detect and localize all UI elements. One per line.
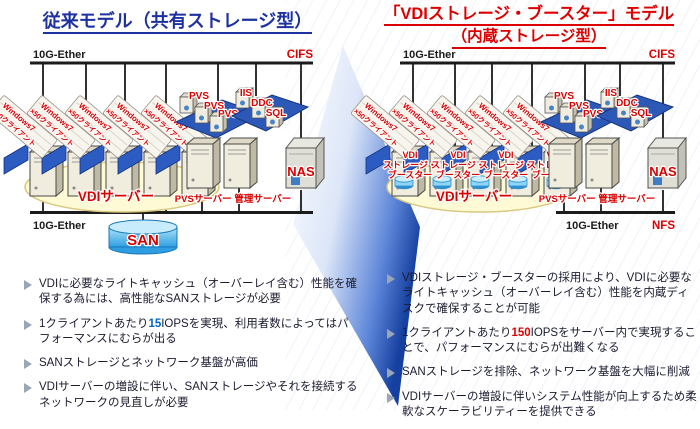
bullet-arrow-icon [24, 280, 32, 290]
booster-label: VDI ストレージ・ ブースター [478, 149, 534, 182]
pvs-label: PVS [189, 91, 209, 102]
bullet-arrow-icon [387, 392, 395, 403]
bullet-arrow-icon [24, 383, 32, 394]
mgmt-server-tower-icon [223, 137, 258, 189]
bullet-item: 1クライアントあたり15IOPSを実現、利用者数によってはパフォーマンスにむらが… [24, 317, 358, 348]
right-top-bus-label: 10G-Ether [403, 49, 456, 61]
left-cifs-label: CIFS [287, 49, 314, 61]
right-nfs-label: NFS [652, 220, 675, 232]
server-row-label: PVSサーバー 管理サーバー [539, 193, 655, 205]
pvs-label: PVS [569, 101, 589, 112]
bullet-arrow-icon [24, 359, 32, 370]
bullet-text: VDIストレージ・ブースターの採用により、VDIに必要なライトキャッシュ（オーバ… [402, 272, 692, 315]
nas-icon [285, 137, 325, 189]
vdi-booster-towers [365, 143, 578, 197]
sql-label: SQL [631, 108, 652, 119]
left-bottom-bus-label: 10G-Ether [33, 220, 86, 232]
right-title-line1: 「VDIストレージ・ブースター」モデル [383, 5, 675, 26]
sql-label: SQL [266, 108, 287, 119]
pvs-platform: PVS PVS PVS [174, 90, 264, 139]
bullet-text: SANストレージを排除、ネットワーク基盤を大幅に削減 [402, 366, 690, 379]
bullet-arrow-icon [387, 328, 395, 339]
booster-line: ストレージ・ [431, 160, 485, 170]
pvs-label: PVS [583, 109, 603, 120]
right-cifs-label: CIFS [649, 49, 676, 61]
iops-value: 150 [511, 326, 531, 339]
right-panel-title: 「VDIストレージ・ブースター」モデル （内蔵ストレージ型） [358, 4, 700, 50]
nas-label: NAS [287, 164, 315, 179]
bullet-arrow-icon [387, 368, 395, 379]
bullet-text-post: IOPSを実現、利用者数によってはパフォーマンスにむらが出る [39, 317, 349, 345]
pvs-server-tower-icon [548, 137, 583, 189]
bullet-item: 1クライアントあたり150IOPSをサーバー内で実現することで、パフォーマンスに… [387, 326, 699, 357]
iops-value: 15 [148, 317, 162, 330]
bullet-item: VDIサーバーの増設に伴いシステム性能が向上するため柔軟なスケーラビリティーを提… [387, 390, 699, 421]
bullet-text: VDIサーバーの増設に伴いシステム性能が向上するため柔軟なスケーラビリティーを提… [402, 390, 697, 418]
right-bottom-bus-label: 10G-Ether [566, 220, 619, 232]
left-panel-title: 従来モデル（共有ストレージ型） [5, 11, 350, 34]
client-keyboards: Windows7 ×50クライアント Windows7 ×50クライアント Wi… [0, 94, 211, 159]
booster-line: VDI [450, 150, 465, 160]
server-row-label: PVSサーバー 管理サーバー [175, 193, 291, 205]
pvs-label: PVS [554, 91, 574, 102]
mgmt-server-tower-icon [585, 137, 620, 189]
bullet-item: VDIストレージ・ブースターの採用により、VDIに必要なライトキャッシュ（オーバ… [387, 271, 699, 317]
left-top-bus-label: 10G-Ether [33, 49, 86, 61]
bullet-text-pre: 1クライアントあたり [39, 317, 149, 330]
bullet-item: SANストレージを排除、ネットワーク基盤を大幅に削減 [387, 365, 699, 380]
ddc-label: DDC [251, 98, 273, 109]
bullet-text: VDIに必要なライトキャッシュ（オーバーレイ含む）性能を確保する為には、高性能な… [39, 278, 358, 306]
bullet-text-pre: 1クライアントあたり [402, 326, 512, 339]
bullet-text: 1クライアントあたり15IOPSを実現、利用者数によってはパフォーマンスにむらが… [39, 317, 358, 348]
iis-label: IIS [240, 88, 253, 99]
pvs-server-tower-icon [186, 137, 221, 189]
iis-label: IIS [605, 88, 618, 99]
booster-line: ストレージ・ [479, 160, 533, 170]
left-title-text: 従来モデル（共有ストレージ型） [42, 11, 313, 34]
booster-label: VDI ストレージ・ ブースター [382, 149, 438, 182]
booster-line: ブースター [484, 169, 529, 180]
bullet-item: VDIに必要なライトキャッシュ（オーバーレイ含む）性能を確保する為には、高性能な… [24, 277, 358, 308]
mgmt-platform: IIS DDC SQL [595, 87, 675, 132]
vdi-group-label: VDIサーバー [436, 189, 512, 204]
transition-arrow [293, 46, 420, 406]
booster-line: ストレージ・ [383, 160, 437, 170]
bullet-arrow-icon [387, 274, 395, 284]
nas-icon [647, 137, 687, 189]
bullet-text: 1クライアントあたり150IOPSをサーバー内で実現することで、パフォーマンスに… [402, 326, 699, 357]
booster-line: ブースター [436, 169, 481, 180]
bullet-text-post: IOPSをサーバー内で実現することで、パフォーマンスにむらが出難くなる [402, 326, 696, 355]
vdi-server-towers [3, 143, 216, 197]
ddc-label: DDC [616, 98, 638, 109]
right-title-line2: （内蔵ストレージ型） [451, 28, 607, 50]
bullet-text: SANストレージとネットワーク基盤が高価 [39, 357, 258, 370]
right-diagram: 10G-Ether CIFS 10G-Ether NFS [350, 49, 687, 232]
booster-line: ブースター [388, 169, 433, 180]
right-bottom-bus [556, 188, 675, 214]
left-bullet-list: VDIに必要なライトキャッシュ（オーバーレイ含む）性能を確保する為には、高性能な… [24, 277, 358, 420]
bullet-item: SANストレージとネットワーク基盤が高価 [24, 356, 358, 371]
vdi-comparison-infographic: 従来モデル（共有ストレージ型） 「VDIストレージ・ブースター」モデル （内蔵ス… [0, 0, 700, 418]
bullet-text: VDIサーバーの増設に伴い、SANストレージやそれを接続するネットワークの見直し… [39, 381, 358, 409]
bullet-item: VDIサーバーの増設に伴い、SANストレージやそれを接続するネットワークの見直し… [24, 380, 358, 411]
pvs-label: PVS [204, 101, 224, 112]
pvs-label: PVS [218, 109, 238, 120]
vdi-group-label: VDIサーバー [78, 189, 154, 204]
nas-label: NAS [649, 164, 677, 179]
architecture-diagram: 10G-Ether CIFS 10G-Ether Windows7 ×50ク [0, 46, 687, 406]
san-icon: SAN [108, 219, 178, 255]
booster-line: VDI [402, 150, 417, 160]
san-label: SAN [127, 232, 159, 249]
left-diagram: 10G-Ether CIFS 10G-Ether Windows7 ×50ク [0, 49, 325, 255]
mgmt-platform: IIS DDC SQL [230, 87, 310, 132]
right-bullet-list: VDIストレージ・ブースターの採用により、VDIに必要なライトキャッシュ（オーバ… [387, 271, 699, 429]
booster-label: VDI ストレージ・ ブースター [430, 149, 486, 182]
booster-line: VDI [498, 150, 513, 160]
bullet-arrow-icon [24, 319, 32, 330]
